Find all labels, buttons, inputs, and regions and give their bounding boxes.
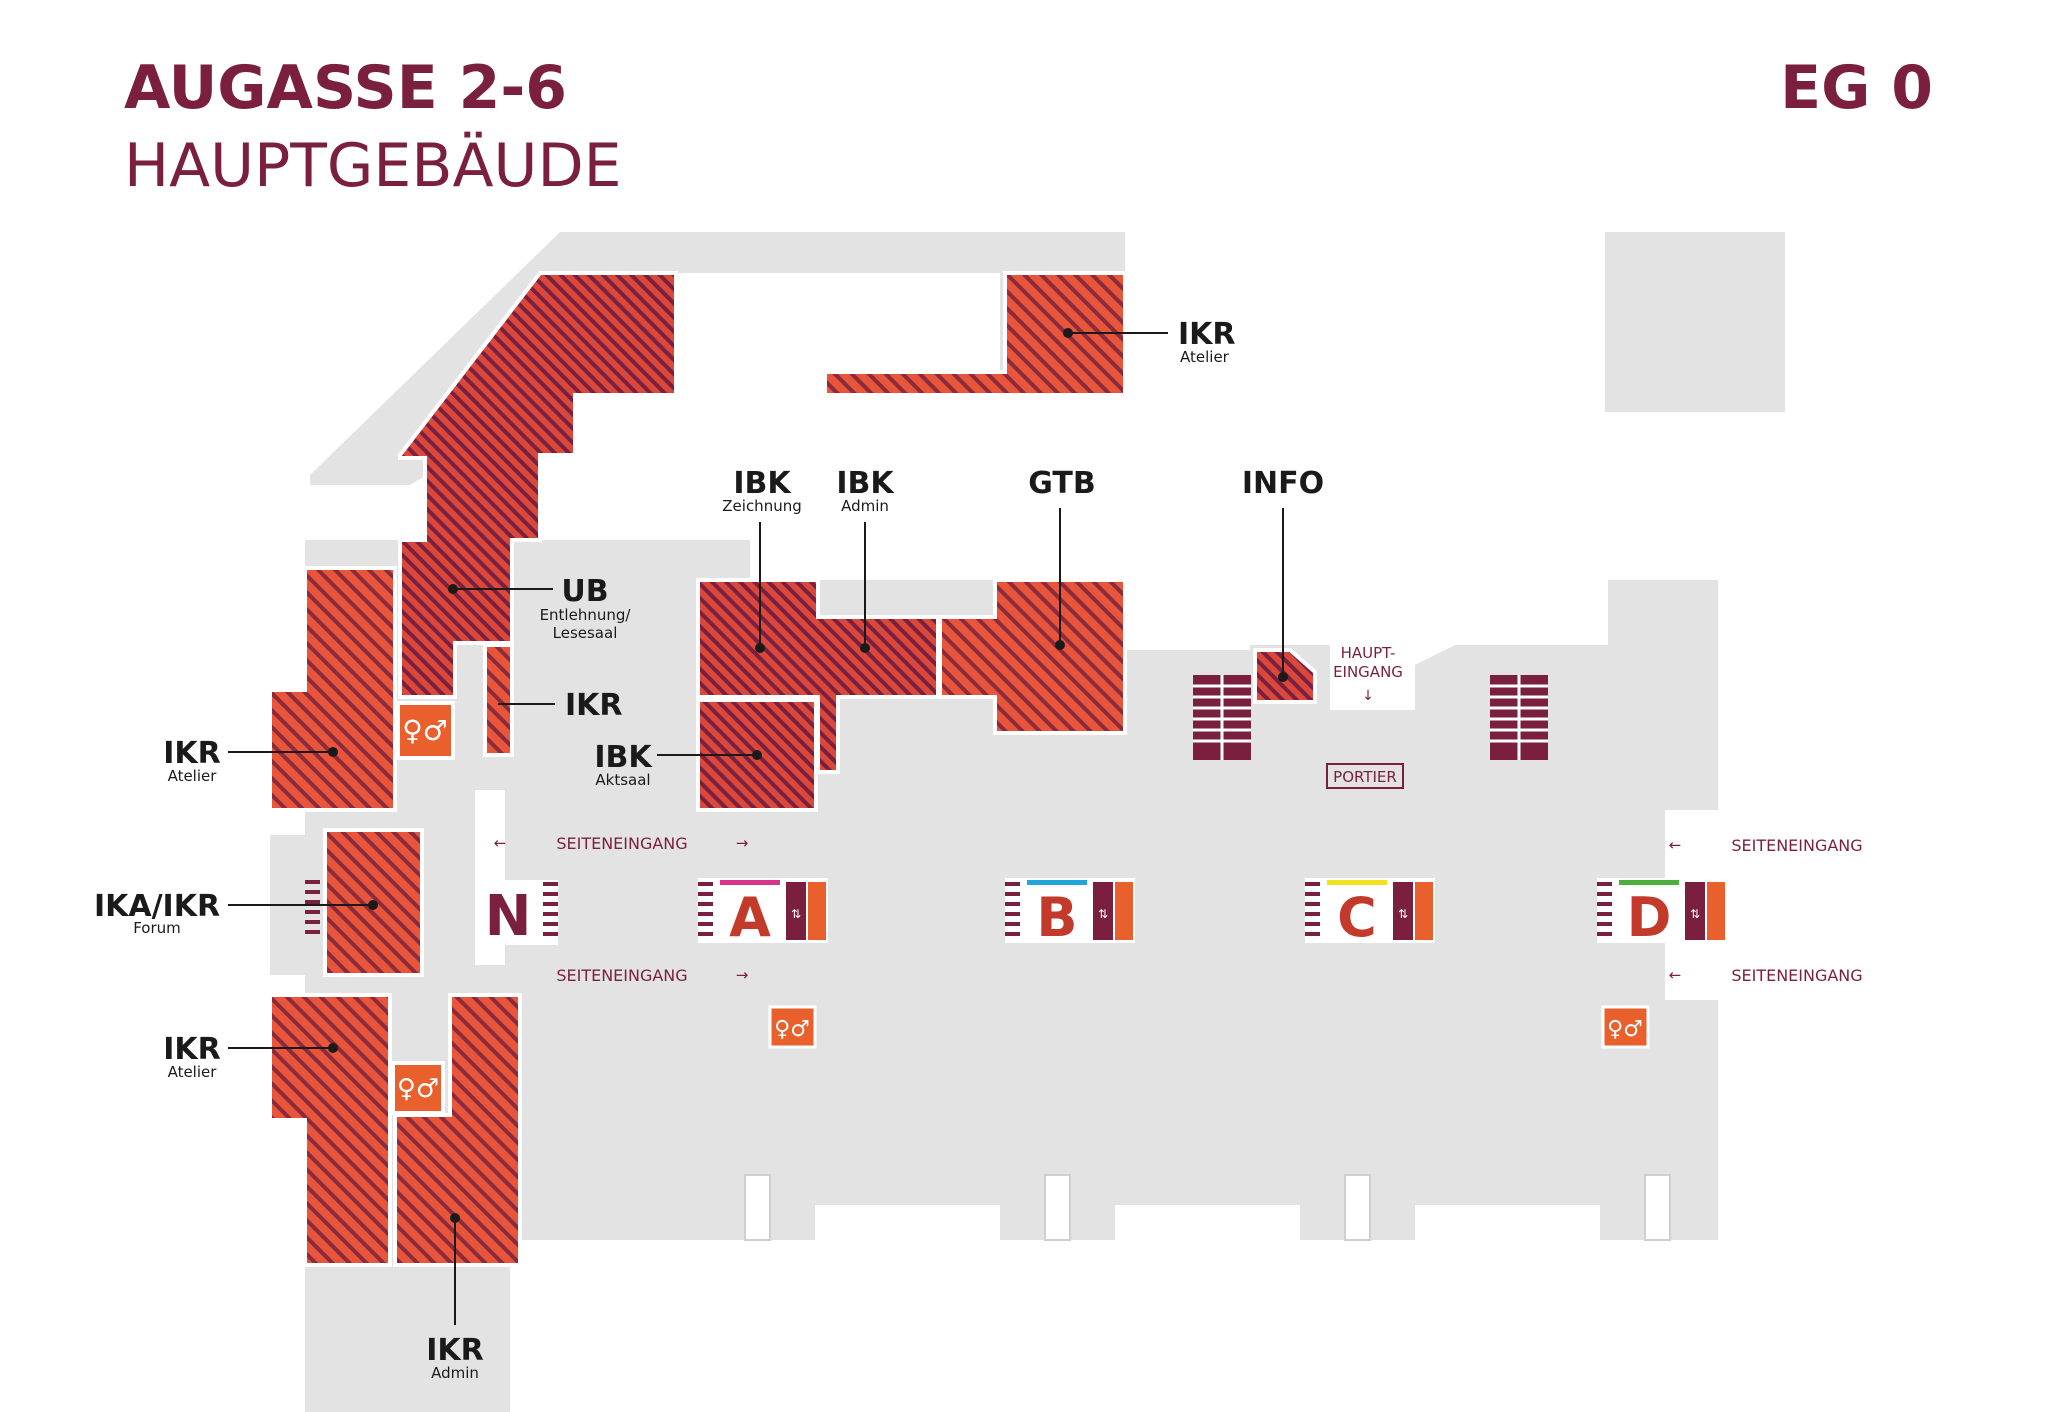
core-b: B ⇅ <box>1005 878 1135 949</box>
restroom-icon: ♀♂ <box>396 701 455 760</box>
core-a: A ⇅ <box>698 878 828 949</box>
elevator-icon <box>1685 882 1705 940</box>
floor-cutouts <box>475 790 1600 1245</box>
room-label-ikr-left2: IKR <box>163 1032 221 1067</box>
core-label-a: A <box>729 886 771 949</box>
floor-label: EG 0 <box>1780 53 1933 123</box>
side-entrance-label: SEITENEINGANG <box>1731 966 1862 985</box>
svg-text:⇅: ⇅ <box>1098 907 1108 921</box>
leader-lines <box>228 332 1284 1325</box>
room-label-ibk-zeichnung: IBK <box>733 466 792 501</box>
main-entrance-label-2: EINGANG <box>1333 663 1403 681</box>
core-c: C ⇅ <box>1305 878 1435 949</box>
room-ibk-zeichnung-admin[interactable] <box>696 578 940 774</box>
entrances: HAUPT- EINGANG ↓ PORTIER ← SEITENEINGANG… <box>494 644 1863 985</box>
room-sublabel-ikr-left2: Atelier <box>168 1063 218 1081</box>
room-ikr-atelier-left2[interactable] <box>268 993 392 1267</box>
page-title: AUGASSE 2-6 <box>124 53 567 123</box>
room-ikr-atelier-top[interactable] <box>823 271 1127 397</box>
core-label-c: C <box>1337 886 1377 949</box>
room-label-ikr-top: IKR <box>1178 317 1236 352</box>
room-ikr-atelier-left[interactable] <box>268 566 397 812</box>
stairs-icon <box>1193 675 1251 760</box>
room-sublabel-ika-ikr: Forum <box>133 919 181 937</box>
room-label-ikr-left: IKR <box>163 736 221 771</box>
elevator-icon <box>786 882 806 940</box>
room-sublabel-ibk-zeichnung: Zeichnung <box>722 497 801 515</box>
room-labels: IKR Atelier UB Entlehnung/ Lesesaal IKR … <box>94 317 1324 1382</box>
elevator-icon <box>1393 882 1413 940</box>
room-sublabel-ikr-bottom: Admin <box>431 1364 479 1382</box>
side-entrance-label: SEITENEINGANG <box>1731 836 1862 855</box>
porter-label: PORTIER <box>1333 768 1397 786</box>
porter-box <box>1326 763 1404 789</box>
arrow-down-icon: ↓ <box>1362 688 1374 704</box>
main-entrance-label-1: HAUPT- <box>1341 644 1396 662</box>
leader-dots <box>328 328 1288 1223</box>
room-label-info: INFO <box>1242 466 1324 501</box>
room-label-ub: UB <box>561 574 608 609</box>
arrow-right-icon: → <box>736 834 749 852</box>
svg-text:♀♂: ♀♂ <box>774 1017 810 1042</box>
room-label-ikr-mid: IKR <box>565 688 623 723</box>
svg-text:⇅: ⇅ <box>791 907 801 921</box>
room-gtb[interactable] <box>938 578 1127 735</box>
restroom-icon: ♀♂ <box>768 1005 817 1049</box>
stairs-blocks <box>1193 675 1548 760</box>
side-entrance-label: SEITENEINGANG <box>556 834 687 853</box>
restroom-icon: ♀♂ <box>391 1061 445 1115</box>
arrow-left-icon: ← <box>494 834 507 852</box>
restrooms: ♀♂ ♀♂ ♀♂ ♀♂ <box>391 701 1650 1115</box>
room-sublabel-ibk-aktsaal: Aktsaal <box>595 771 650 789</box>
room-label-ikr-bottom: IKR <box>426 1333 484 1368</box>
side-entrance-label: SEITENEINGANG <box>556 966 687 985</box>
arrow-left-icon: ← <box>1669 836 1682 854</box>
core-d: D ⇅ <box>1597 878 1727 949</box>
room-sublabel-ikr-top: Atelier <box>1180 348 1230 366</box>
room-ikr-admin[interactable] <box>393 993 522 1267</box>
core-label-n: N <box>485 884 532 949</box>
room-sublabel-ub-1: Entlehnung/ <box>540 606 632 624</box>
stairs-icon <box>1490 675 1548 760</box>
room-sublabel-ibk-admin: Admin <box>841 497 889 515</box>
svg-text:♀♂: ♀♂ <box>402 714 448 747</box>
rooms <box>268 271 1317 1267</box>
room-sublabel-ub-2: Lesesaal <box>553 624 618 642</box>
room-label-ibk-admin: IBK <box>836 466 895 501</box>
core-label-d: D <box>1627 886 1672 949</box>
room-ikr-mid[interactable] <box>483 643 514 757</box>
core-label-b: B <box>1036 886 1077 949</box>
core-n: N <box>305 880 558 949</box>
restroom-icon: ♀♂ <box>1601 1005 1650 1049</box>
room-label-ibk-aktsaal: IBK <box>594 740 653 775</box>
svg-text:⇅: ⇅ <box>1690 907 1700 921</box>
elevator-icon <box>1093 882 1113 940</box>
arrow-left-icon: ← <box>1669 966 1682 984</box>
svg-text:⇅: ⇅ <box>1398 907 1408 921</box>
arrow-right-icon: → <box>736 966 749 984</box>
room-label-gtb: GTB <box>1028 466 1095 501</box>
room-sublabel-ikr-left: Atelier <box>168 767 218 785</box>
svg-text:♀♂: ♀♂ <box>1607 1017 1643 1042</box>
svg-text:♀♂: ♀♂ <box>397 1074 439 1104</box>
page-subtitle: HAUPTGEBÄUDE <box>124 130 622 201</box>
room-label-ika-ikr: IKA/IKR <box>94 889 220 924</box>
bottom-stairs <box>744 1174 1671 1241</box>
